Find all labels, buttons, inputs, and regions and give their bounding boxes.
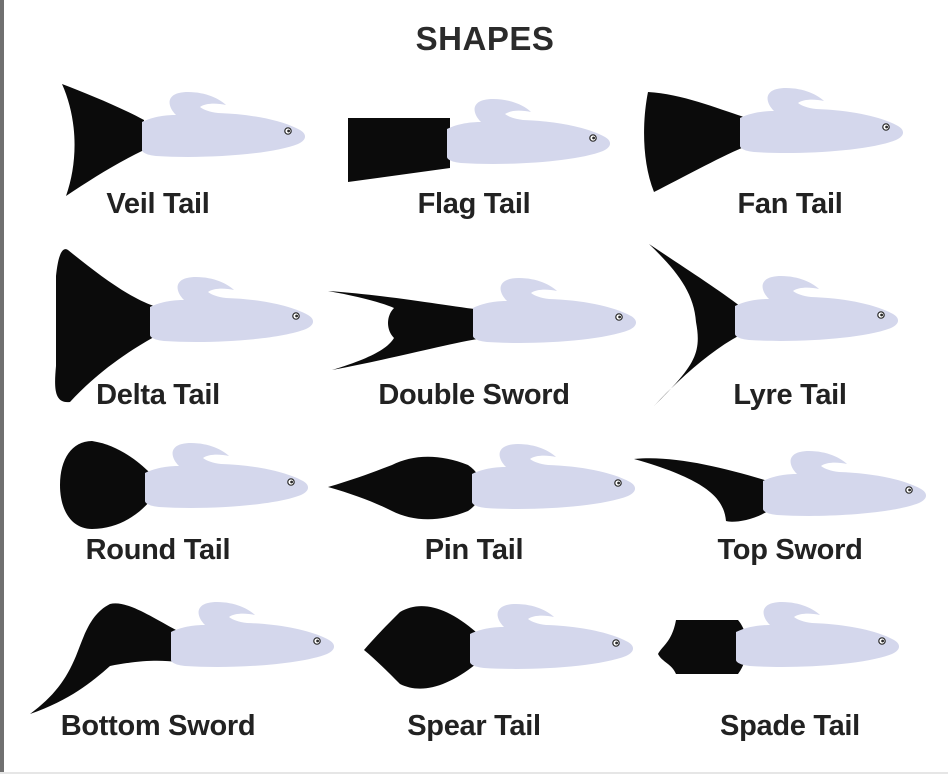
fish-cell-top-sword: Top Sword — [632, 425, 948, 618]
fish-cell-bottom-sword: Bottom Sword — [0, 590, 335, 783]
delta-tail-fish-icon — [55, 249, 314, 403]
fish-cell-veil-tail: Veil Tail — [0, 80, 316, 273]
fish-cell-round-tail: Round Tail — [0, 425, 316, 618]
fish-cell-lyre-tail: Lyre Tail — [632, 236, 948, 429]
bottom-border — [0, 772, 948, 774]
fish-pupil-icon — [615, 641, 618, 645]
fish-cell-double-sword: Double Sword — [316, 236, 637, 429]
fish-body-shape — [740, 88, 904, 153]
fish-label: Flag Tail — [417, 188, 531, 220]
fish-body-shape — [142, 92, 306, 157]
fish-cell-flag-tail: Flag Tail — [316, 80, 632, 273]
fish-tail-shape — [364, 606, 476, 689]
fish-tail-shape — [644, 92, 744, 192]
fish-body-shape — [447, 99, 611, 164]
spear-tail-fish-icon — [364, 604, 634, 689]
fish-tail-shape — [62, 84, 144, 196]
fish-label: Delta Tail — [96, 379, 220, 411]
fish-tail-shape — [658, 620, 747, 674]
fish-label: Spade Tail — [720, 710, 860, 742]
fish-pupil-icon — [295, 314, 298, 318]
bottom-sword-fish-icon — [30, 602, 335, 714]
fish-label: Veil Tail — [106, 188, 210, 220]
fish-pupil-icon — [881, 639, 884, 643]
fish-body-shape — [470, 604, 634, 669]
left-border — [0, 0, 4, 774]
fish-label: Fan Tail — [737, 188, 843, 220]
fish-label: Round Tail — [85, 534, 231, 566]
double-sword-fish-icon — [328, 278, 637, 370]
fish-pupil-icon — [880, 313, 883, 317]
fish-body-shape — [145, 443, 309, 508]
fish-body-shape — [171, 602, 335, 667]
fish-tail-shape — [30, 603, 178, 714]
fish-pupil-icon — [316, 639, 319, 643]
fish-label: Lyre Tail — [733, 379, 847, 411]
fish-cell-spade-tail: Spade Tail — [632, 590, 948, 783]
flag-tail-fish-icon — [348, 99, 611, 182]
fish-label: Spear Tail — [407, 710, 541, 742]
fish-cell-delta-tail: Delta Tail — [0, 236, 316, 429]
page-title: SHAPES — [415, 20, 555, 57]
veil-tail-fish-icon — [62, 84, 306, 196]
fish-tail-shape — [348, 118, 450, 182]
fish-pupil-icon — [290, 480, 293, 484]
fish-tail-shape — [55, 249, 154, 403]
fish-tail-shape — [60, 441, 150, 529]
fish-body-shape — [736, 602, 900, 667]
fish-pupil-icon — [287, 129, 290, 133]
fish-label: Double Sword — [378, 379, 570, 411]
fish-pupil-icon — [618, 315, 621, 319]
fish-body-shape — [735, 276, 899, 341]
fish-body-shape — [763, 451, 927, 516]
fish-tail-shape — [649, 244, 740, 406]
fish-pupil-icon — [908, 488, 911, 492]
fish-cell-fan-tail: Fan Tail — [632, 80, 948, 273]
fish-pupil-icon — [592, 136, 595, 140]
fish-pupil-icon — [617, 481, 620, 485]
top-sword-fish-icon — [634, 451, 927, 522]
fish-cell-pin-tail: Pin Tail — [316, 425, 636, 618]
fish-cell-spear-tail: Spear Tail — [316, 590, 634, 783]
fish-label: Top Sword — [717, 534, 863, 566]
fish-tail-shape — [634, 458, 768, 522]
fish-body-shape — [150, 277, 314, 342]
fish-body-shape — [473, 278, 637, 343]
pin-tail-fish-icon — [328, 444, 636, 520]
spade-tail-fish-icon — [658, 602, 900, 674]
fish-label: Pin Tail — [424, 534, 524, 566]
round-tail-fish-icon — [60, 441, 309, 529]
fish-tail-shape — [328, 291, 483, 370]
fish-label: Bottom Sword — [60, 710, 256, 742]
fish-tail-shape — [328, 456, 482, 520]
lyre-tail-fish-icon — [649, 244, 899, 406]
fish-pupil-icon — [885, 125, 888, 129]
fish-body-shape — [472, 444, 636, 509]
fan-tail-fish-icon — [644, 88, 904, 192]
